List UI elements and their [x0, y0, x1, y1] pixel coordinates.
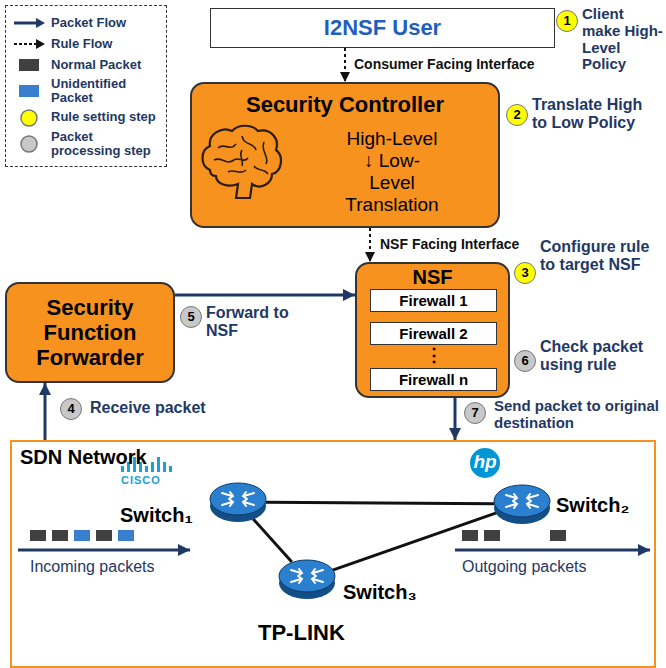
- router-shape: [208, 480, 268, 524]
- firewall-box: Firewall n: [370, 368, 497, 391]
- flow-caption: Incoming packets: [30, 558, 155, 576]
- edge-label: Consumer Facing Interface: [352, 56, 537, 72]
- node-title: Security Function Forwarder: [15, 295, 165, 371]
- packet-flow-arrow: [454, 398, 457, 440]
- node-title: Firewall 2: [399, 325, 467, 342]
- vendor-logo: TP-LINK: [258, 620, 345, 646]
- controller-box: Security ControllerHigh-Level ↓ Low-Leve…: [190, 82, 500, 228]
- step-note: Client make High-Level Policy: [582, 6, 664, 73]
- legend-sample: [12, 56, 46, 74]
- router-shape: [492, 482, 552, 526]
- legend-sample: [12, 35, 46, 53]
- node-title: Firewall n: [399, 371, 468, 388]
- legend-text: Unidentified Packet: [51, 77, 160, 106]
- legend-swatch: [19, 59, 39, 71]
- legend-text: Rule setting step: [51, 110, 156, 124]
- node-title: Switch₂: [556, 494, 629, 517]
- legend-sample: [12, 135, 46, 153]
- switch-icon: Switch₃: [277, 557, 337, 601]
- node-title: Firewall 1: [399, 292, 467, 309]
- ellipsis-mark: ⋮: [425, 346, 439, 364]
- step-note: Translate High to Low Policy: [532, 96, 660, 132]
- legend-swatch: [21, 136, 37, 152]
- incoming-packets: [18, 530, 190, 550]
- legend-sample: [12, 109, 46, 127]
- rule-flow-arrow: [344, 48, 346, 82]
- legend-row: Rule Flow: [12, 35, 160, 53]
- callout-number: 3: [514, 262, 536, 284]
- callout-number: 4: [60, 398, 82, 420]
- edge-label: Receive packet: [90, 399, 206, 417]
- outgoing-packets: [455, 530, 650, 550]
- legend-row: Rule setting step: [12, 109, 160, 127]
- legend-swatch: [19, 85, 39, 97]
- legend-row: Normal Packet: [12, 56, 160, 74]
- vendor-logo: CISCO: [121, 474, 161, 486]
- network-region: SDN NetworkSwitch₁ Switch₂ Switch₃: [10, 440, 656, 668]
- legend-sample: [12, 82, 46, 100]
- node-body: High-Level ↓ Low-Level Translation: [342, 128, 442, 215]
- switch-icon: Switch₁: [208, 480, 268, 524]
- rule-flow-arrow: [369, 228, 371, 262]
- legend-sample: [12, 14, 46, 32]
- step-note: Check packet using rule: [540, 338, 662, 374]
- callout-number: 2: [506, 104, 528, 126]
- node-title: Security Controller: [246, 92, 444, 118]
- nsf-box: NSF Firewall 1 Firewall 2 Firewall n: [355, 262, 510, 398]
- node-title: NSF: [413, 266, 453, 289]
- legend-swatch: [21, 110, 37, 126]
- callout-number: 6: [514, 350, 536, 372]
- legend-text: Normal Packet: [51, 58, 141, 72]
- forwarder-box: Security Function Forwarder: [5, 282, 175, 383]
- switch-link: [266, 502, 495, 504]
- legend-row: Packet Flow: [12, 14, 160, 32]
- edge-label: NSF Facing Interface: [378, 236, 521, 252]
- node-title: Switch₁: [120, 504, 193, 527]
- callout-number: 7: [464, 402, 486, 424]
- legend-text: Packet Flow: [51, 16, 126, 30]
- brain-icon: [198, 122, 284, 202]
- legend-row: Unidentified Packet: [12, 77, 160, 106]
- legend-row: Packet processing step: [12, 130, 160, 159]
- legend-box: Packet FlowRule FlowNormal PacketUnident…: [5, 5, 167, 167]
- router-shape: [277, 557, 337, 601]
- packet-flow-arrow: [175, 294, 355, 297]
- legend-text: Packet processing step: [51, 130, 160, 159]
- cisco-logo-bars: [121, 457, 172, 472]
- node-title: Switch₃: [343, 581, 417, 604]
- node-title: I2NSF User: [324, 15, 441, 41]
- firewall-box: Firewall 2: [370, 322, 497, 345]
- legend-text: Rule Flow: [51, 37, 112, 51]
- edge-label: Forward to NSF: [206, 304, 306, 340]
- flow-caption: Outgoing packets: [462, 558, 587, 576]
- node-title: SDN Network: [20, 446, 147, 469]
- actor-box: I2NSF User: [210, 8, 555, 48]
- vendor-logo: hp: [470, 448, 500, 478]
- callout-number: 5: [180, 306, 202, 328]
- callout-number: 1: [556, 10, 578, 32]
- step-note: Configure rule to target NSF: [540, 238, 662, 274]
- edge-label: Send packet to original destination: [494, 398, 660, 432]
- packet-flow-arrow: [44, 383, 47, 440]
- switch-link: [332, 513, 497, 571]
- switch-icon: Switch₂: [492, 482, 552, 526]
- firewall-box: Firewall 1: [370, 289, 497, 312]
- switch-link: [253, 519, 292, 562]
